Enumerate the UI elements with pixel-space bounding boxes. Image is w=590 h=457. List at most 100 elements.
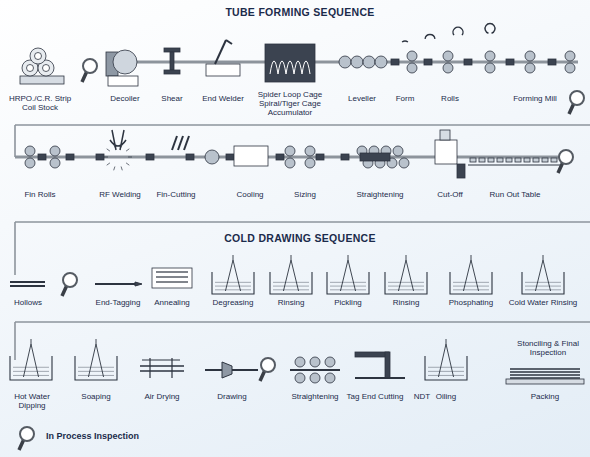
tube — [156, 271, 188, 272]
roll — [399, 158, 409, 168]
accumulator-cage — [265, 44, 315, 82]
roll — [407, 51, 417, 61]
coupling — [506, 59, 514, 65]
tube — [355, 377, 405, 379]
liquid-line — [330, 289, 366, 290]
liquid-line — [273, 282, 309, 283]
roll — [351, 56, 363, 68]
accumulator-coil — [294, 61, 302, 74]
roll — [565, 51, 575, 61]
weld-spark — [121, 144, 122, 148]
runout-roller — [515, 158, 521, 162]
shear-web — [170, 52, 174, 70]
cutter-post — [385, 352, 390, 378]
step-label: Cold Water Rinsing — [509, 298, 578, 307]
roll — [305, 146, 315, 156]
roll — [285, 146, 295, 156]
fin-cutter — [184, 136, 189, 150]
roll — [305, 158, 315, 168]
liquid-line — [525, 286, 561, 287]
step-label: Degreasing — [213, 298, 254, 307]
tube-profile — [453, 27, 463, 35]
diagram-title: TUBE FORMING SEQUENCE — [225, 6, 374, 18]
cutoff-head — [440, 130, 450, 140]
roll — [443, 51, 453, 61]
tank — [10, 356, 52, 380]
tube-rack — [340, 260, 355, 291]
line — [406, 255, 407, 260]
coupling — [96, 154, 104, 160]
step-label: Air Drying — [144, 392, 179, 401]
line — [96, 339, 97, 344]
weld-spark — [107, 163, 110, 165]
step-label: RF Welding — [99, 190, 141, 199]
line — [348, 255, 349, 260]
liquid-line — [13, 375, 49, 376]
coupling — [186, 154, 194, 160]
coil — [30, 48, 46, 64]
tank — [212, 272, 254, 294]
return-line — [14, 322, 16, 360]
annealing-furnace — [152, 268, 192, 288]
tank — [75, 356, 117, 380]
fin-cutter — [178, 136, 183, 150]
step-label: Rinsing — [278, 298, 305, 307]
step-label: Rinsing — [393, 298, 420, 307]
packed-tube — [510, 368, 580, 369]
step-label: Cut-Off — [437, 190, 463, 199]
tube-profile — [425, 35, 435, 39]
step-label: Straightening — [356, 190, 403, 199]
magnifier-lens — [63, 273, 77, 287]
fin-cutter — [172, 136, 177, 150]
roll — [525, 63, 535, 73]
coil-core — [35, 53, 42, 60]
coupling — [146, 154, 154, 160]
accumulator-coil — [278, 61, 286, 74]
step-label: Tag End Cutting — [347, 392, 404, 401]
roll — [443, 63, 453, 73]
step-label: Forming Mill — [513, 94, 557, 103]
coupling — [226, 154, 234, 160]
liquid-line — [453, 286, 489, 287]
step-label: Stonciling & Final Inspection — [517, 339, 579, 357]
tank — [327, 272, 369, 294]
tube — [140, 370, 184, 371]
runout-roller — [488, 158, 494, 162]
coupling — [276, 154, 284, 160]
weld-spark — [126, 149, 129, 151]
shear-top — [164, 48, 180, 52]
return-line — [15, 221, 590, 223]
coupling — [341, 154, 349, 160]
tank — [522, 272, 564, 294]
tube-rack — [535, 260, 550, 291]
cutter-arm — [355, 352, 389, 357]
step-label: End Welder — [202, 94, 244, 103]
step-label: Phosphating — [449, 298, 493, 307]
liquid-line — [13, 371, 49, 372]
rf-coil — [110, 130, 126, 150]
weld-spark — [114, 144, 115, 148]
roll — [285, 158, 295, 168]
step-label: Sizing — [294, 190, 316, 199]
liquid-line — [525, 289, 561, 290]
coil-base — [20, 76, 64, 84]
coupling — [38, 154, 46, 160]
roll — [295, 373, 305, 383]
coupling — [424, 59, 432, 65]
liquid-line — [453, 289, 489, 290]
step-label: Cooling — [236, 190, 263, 199]
liquid-line — [428, 375, 464, 376]
line — [543, 255, 544, 260]
return-line — [14, 222, 16, 275]
decoiler-drum — [113, 50, 137, 74]
drying-rack — [142, 358, 180, 378]
accumulator-coil — [302, 61, 310, 74]
welder-arm — [226, 40, 232, 44]
liquid-line — [388, 286, 424, 287]
roll — [485, 51, 495, 61]
runout-roller — [470, 158, 476, 162]
step-label: Packing — [531, 392, 559, 401]
step-label: HRPO./C.R. Strip Coil Stock — [5, 94, 75, 112]
roll — [565, 63, 575, 73]
roll — [325, 357, 335, 367]
